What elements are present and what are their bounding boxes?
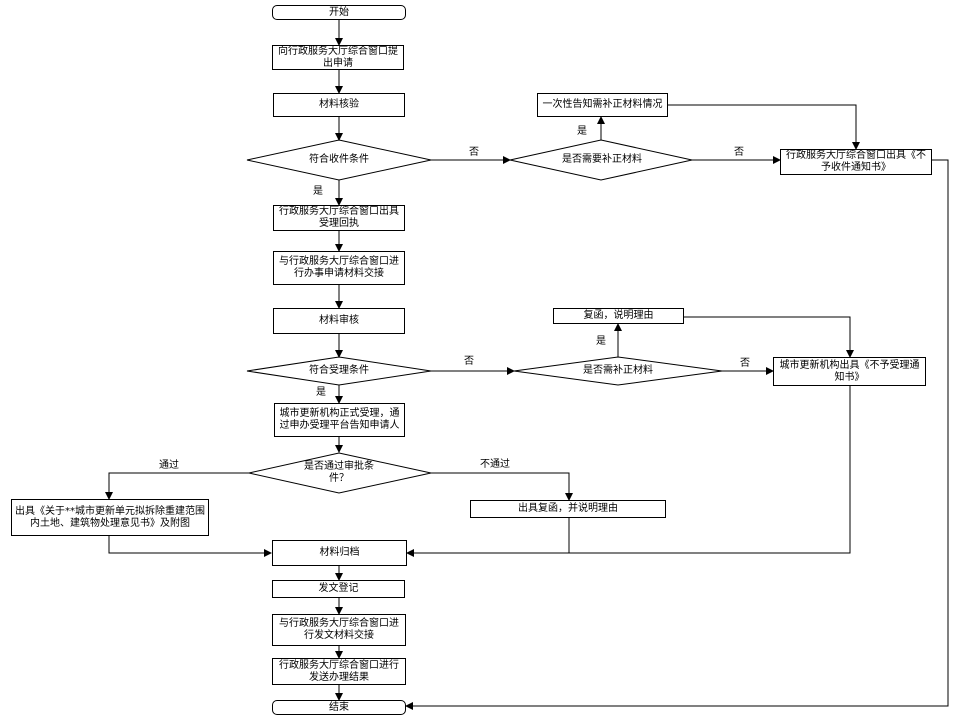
reply-fail-box: 出具复函，并说明理由 [470,500,666,518]
handover-apply-box: 与行政服务大厅综合窗口进行办事申请材料交接 [273,251,405,285]
decision-receive-shape [246,139,432,181]
formal-accept-box: 城市更新机构正式受理，通过申办受理平台告知申请人 [274,403,405,437]
archive-box: 材料归档 [272,540,407,566]
decision-approval-shape [248,452,432,494]
dispatch-box: 发文登记 [272,580,405,598]
review-box: 材料审核 [273,308,405,334]
arrow-opinion-archive [108,536,272,557]
label-no-2: 否 [734,147,744,158]
arrow-notify-reject [668,104,860,150]
arrow-reject-end [405,159,949,710]
label-yes-2: 是 [313,186,323,197]
start-node: 开始 [272,5,406,20]
decision-supp2-text: 是否需补正材料 [583,365,653,376]
issue-opinion-box: 出具《关于**城市更新单元拟拆除重建范围内土地、建筑物处理意见书》及附图 [11,499,209,536]
label-yes-3: 是 [596,336,606,347]
reject-receive-box: 行政服务大厅综合窗口出具《不予收件通知书》 [780,149,932,175]
label-yes-4: 是 [316,387,326,398]
label-no-4: 否 [740,358,750,369]
receipt-box: 行政服务大厅综合窗口出具受理回执 [273,205,405,231]
handover-dispatch-box: 与行政服务大厅综合窗口进行发文材料交接 [272,614,406,646]
label-no-3: 否 [464,356,474,367]
arrow-reject-archive [406,386,851,557]
reply-reason-box: 复函，说明理由 [553,308,684,324]
decision-supp1-text: 是否需要补正材料 [562,154,642,165]
label-yes-1: 是 [577,126,587,137]
arrow-pass-opinion [105,472,249,500]
decision-accept-shape [246,356,432,386]
label-pass: 通过 [159,460,179,471]
end-node: 结束 [272,700,406,715]
notify-supplement-box: 一次性告知需补正材料情况 [537,93,668,117]
arrow-fail-reply [431,472,573,501]
decision-supp2-shape [513,356,723,386]
decision-approval-text: 是否通过审批条件？ [304,461,374,484]
send-result-box: 行政服务大厅综合窗口进行发送办理结果 [272,658,406,685]
decision-accept-text: 符合受理条件 [309,365,369,376]
label-no-1: 否 [469,147,479,158]
decision-supp1-shape [509,139,693,181]
apply-box: 向行政服务大厅综合窗口提出申请 [272,45,404,70]
verify-box: 材料核验 [273,93,405,117]
label-fail: 不通过 [480,459,510,470]
reject-accept-box: 城市更新机构出具《不予受理通知书》 [773,357,926,386]
arrow-reply-reject [684,316,854,358]
decision-receive-text: 符合收件条件 [309,154,369,165]
